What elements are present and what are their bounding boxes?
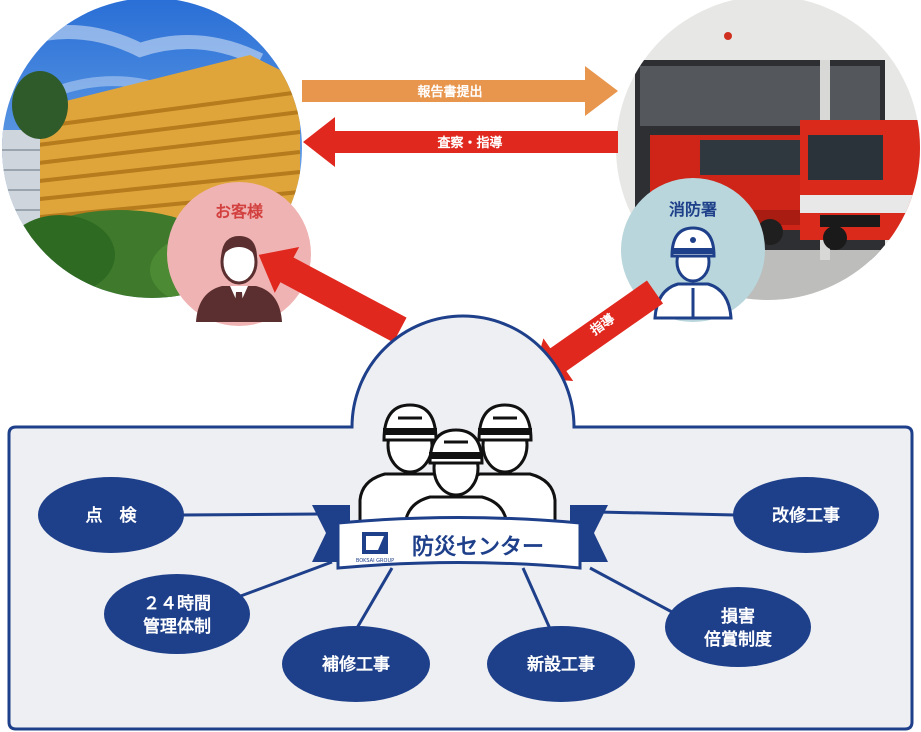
customer-label: お客様: [215, 202, 264, 221]
report-arrow-label: 報告書提出: [417, 84, 482, 100]
worker-left: [358, 403, 462, 532]
inspection-arrow-label: 査察・指導: [436, 135, 502, 151]
fire-station-label: 消防署: [669, 200, 717, 219]
service-24h-line2: 管理体制: [143, 616, 211, 637]
inspection-arrow: 査察・指導: [303, 117, 618, 167]
service-new-construction-label: 新設工事: [527, 654, 595, 675]
service-repair-label: 補修工事: [321, 654, 390, 675]
logo-subtext: BOKSAI GROUP: [356, 558, 394, 564]
firefighter-icon: [653, 226, 733, 320]
service-renovation: 改修工事: [733, 477, 879, 553]
fire-truck-right: [800, 120, 920, 250]
report-arrow: 報告書提出: [302, 66, 618, 116]
guidance-arrow: [532, 280, 664, 381]
service-insurance-line1: 損害: [721, 606, 755, 627]
service-insurance: 損害 倍賞制度: [665, 587, 811, 667]
service-renovation-label: 改修工事: [772, 505, 840, 526]
service-repair: 補修工事: [282, 626, 430, 702]
service-24h-management: ２４時間 管理体制: [104, 574, 250, 654]
service-24h-line1: ２４時間: [143, 593, 211, 614]
inspection-work-arrow: [258, 246, 407, 343]
service-inspection-label: 点 検: [86, 505, 138, 526]
service-insurance-line2: 倍賞制度: [704, 629, 773, 650]
bousai-logo: BOKSAI GROUP: [356, 532, 394, 564]
service-new-construction: 新設工事: [487, 626, 635, 702]
businessman-icon: [196, 236, 282, 322]
center-name: 防災センター: [412, 534, 544, 560]
connector-lines: [181, 510, 736, 641]
service-inspection: 点 検: [38, 477, 184, 553]
center-banner: BOKSAI GROUP 防災センター: [312, 505, 608, 570]
fire-station-avatar: 消防署: [621, 178, 765, 322]
